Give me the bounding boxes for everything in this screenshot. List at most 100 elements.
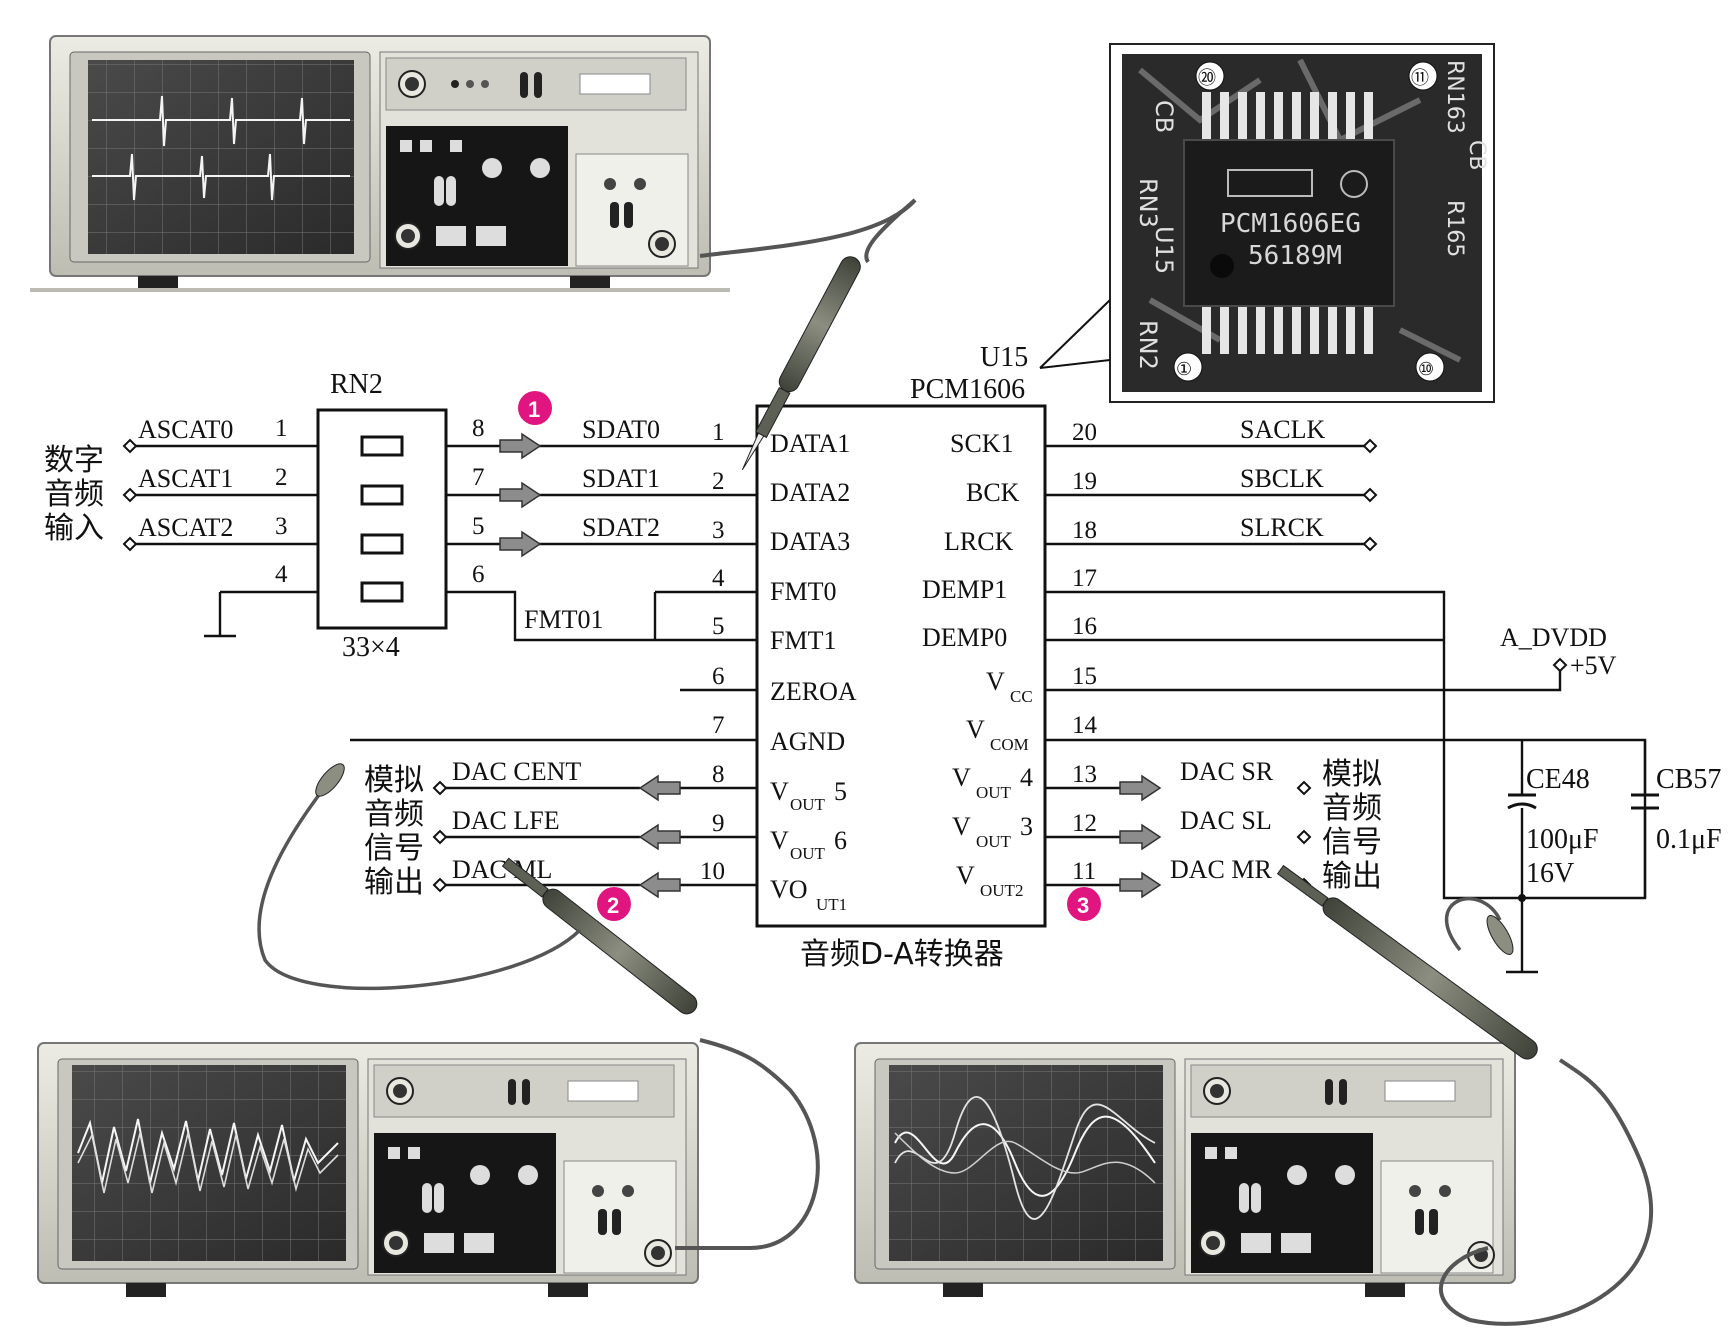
right-pin-names: SCK1 BCK LRCK DEMP1 DEMP0 V CC V COM V O… xyxy=(922,429,1033,900)
analog-left-line-2: 音频 xyxy=(364,797,424,832)
right-pin-num: 13 xyxy=(1072,761,1097,788)
power-rail: A_DVDD +5V xyxy=(1500,623,1617,680)
cb57-value: 0.1μF xyxy=(1656,824,1722,855)
chip-photo-marking-1: PCM1606EG xyxy=(1220,209,1361,239)
dac-ml-label: DAC ML xyxy=(452,855,552,884)
left-pin-num: 7 xyxy=(712,712,725,739)
board-label-u15: U15 xyxy=(1150,226,1178,274)
right-pin-num: 16 xyxy=(1072,613,1097,640)
pin-v: V xyxy=(952,763,971,792)
analog-right-line-3: 信号 xyxy=(1322,825,1382,860)
dac-mr-label: DAC MR xyxy=(1170,855,1273,884)
ce48-value: 100μF xyxy=(1526,824,1599,855)
pin-marker-11: ⑪ xyxy=(1411,68,1429,88)
analog-left-line-4: 输出 xyxy=(364,865,424,900)
left-pin-num: 10 xyxy=(700,858,725,885)
dac-sr-label: DAC SR xyxy=(1180,757,1274,786)
oscilloscope-bottom-left xyxy=(37,1042,699,1297)
pin-tail: 5 xyxy=(834,777,847,806)
right-pin-vcom: V COM xyxy=(966,715,1029,754)
digital-input-group: 数字 音频 输入 ASCAT0 ASCAT1 ASCAT2 SDAT0 SDAT… xyxy=(44,415,660,634)
board-label-rn163: RN163 xyxy=(1442,60,1467,134)
right-pin-num: 18 xyxy=(1072,517,1097,544)
rn2-pin-num: 1 xyxy=(275,415,288,442)
pin-sub: COM xyxy=(990,735,1029,754)
resistor xyxy=(360,435,404,457)
rn2-pin-num: 5 xyxy=(472,513,485,540)
ascat1-label: ASCAT1 xyxy=(138,464,233,493)
chip-photo-board-labels: CB RN3 U15 RN2 RN163 R165 CB xyxy=(1134,60,1489,370)
rn2-pin-num: 2 xyxy=(275,464,288,491)
board-label-rn3: RN3 xyxy=(1134,178,1162,228)
right-pin-name: DEMP1 xyxy=(922,575,1007,604)
chip-photo: PCM1606EG 56189M ⑳ ⑪ ① ⑩ CB RN3 U15 RN2 … xyxy=(1039,43,1495,403)
pin-marker-20: ⑳ xyxy=(1198,68,1216,88)
rn2-pin-num: 7 xyxy=(472,464,485,491)
right-pin-numbers: 20 19 18 17 16 15 14 13 12 11 xyxy=(1072,419,1098,885)
slrck-label: SLRCK xyxy=(1240,513,1324,542)
right-pin-num: 11 xyxy=(1072,858,1096,885)
left-pin-name: AGND xyxy=(770,727,845,756)
chip-ref-label: U15 xyxy=(980,342,1028,373)
pin-sub: CC xyxy=(1010,687,1033,706)
sdat1-label: SDAT1 xyxy=(582,464,660,493)
board-label-r165: R165 xyxy=(1442,200,1467,257)
rn2-pin-num: 8 xyxy=(472,415,485,442)
pin-tail: 6 xyxy=(834,826,847,855)
digital-label-line-3: 输入 xyxy=(44,511,104,546)
rn2-value: 33×4 xyxy=(342,632,400,663)
pin-sub: UT1 xyxy=(816,895,847,914)
sbclk-label: SBCLK xyxy=(1240,464,1324,493)
left-pin-name: DATA2 xyxy=(770,478,850,507)
scope-screen-bottom-left xyxy=(72,1065,346,1261)
right-pin-name: BCK xyxy=(966,478,1020,507)
dac-lfe-label: DAC LFE xyxy=(452,806,560,835)
capacitors: CE48 100μF 16V CB57 0.1μF xyxy=(1506,740,1722,974)
analog-right-line-2: 音频 xyxy=(1322,791,1382,826)
probe-left xyxy=(257,763,820,1250)
pin-marker-10: ⑩ xyxy=(1418,359,1434,379)
pin-v: V xyxy=(966,715,985,744)
left-pin-num: 2 xyxy=(712,468,725,495)
cb57-ref: CB57 xyxy=(1656,764,1721,795)
left-pin-num: 5 xyxy=(712,613,725,640)
chip-photo-pins-top xyxy=(1202,92,1373,144)
left-pin-vout5: V OUT 5 xyxy=(770,777,847,814)
pin-sub: OUT xyxy=(976,832,1012,851)
power-voltage-label: +5V xyxy=(1570,651,1617,680)
rn2-ref: RN2 xyxy=(330,369,383,400)
left-pin-vout1: VO UT1 xyxy=(770,875,847,914)
digital-label-line-2: 音频 xyxy=(44,477,104,512)
resistor xyxy=(360,581,404,603)
clock-outputs: SACLK SBCLK SLRCK xyxy=(1240,415,1378,552)
right-pin-name: SCK1 xyxy=(950,429,1014,458)
scope-screen-top xyxy=(88,60,354,254)
test-point-3: 3 xyxy=(1077,893,1089,918)
pin-marker-1: ① xyxy=(1176,359,1192,379)
left-pin-num: 9 xyxy=(712,810,725,837)
rn2-pin-num: 4 xyxy=(275,561,288,588)
left-pin-vout6: V OUT 6 xyxy=(770,826,847,863)
oscilloscope-top xyxy=(30,35,730,292)
left-pin-name: FMT0 xyxy=(770,577,836,606)
left-pin-name: DATA3 xyxy=(770,527,850,556)
right-pin-num: 17 xyxy=(1072,565,1097,592)
analog-right-line-4: 输出 xyxy=(1322,859,1382,894)
test-point-1: 1 xyxy=(528,397,540,422)
left-pin-num: 3 xyxy=(712,517,725,544)
power-net-label: A_DVDD xyxy=(1500,623,1607,652)
rn2-pin-num: 6 xyxy=(472,561,485,588)
left-pin-numbers: 1 2 3 4 5 6 7 8 9 10 xyxy=(700,419,725,885)
pin-tail: 4 xyxy=(1020,763,1033,792)
left-pin-num: 6 xyxy=(712,663,725,690)
pin-v: V xyxy=(770,777,789,806)
probe-top xyxy=(699,198,917,471)
resistor xyxy=(360,533,404,555)
dac-sl-label: DAC SL xyxy=(1180,806,1272,835)
oscilloscope-bottom-right xyxy=(854,1042,1516,1297)
chip-part-label: PCM1606 xyxy=(910,374,1025,405)
pin-sub: OUT xyxy=(790,795,826,814)
ce48-ref: CE48 xyxy=(1526,764,1590,795)
board-label-rn2: RN2 xyxy=(1134,320,1162,370)
sdat0-label: SDAT0 xyxy=(582,415,660,444)
